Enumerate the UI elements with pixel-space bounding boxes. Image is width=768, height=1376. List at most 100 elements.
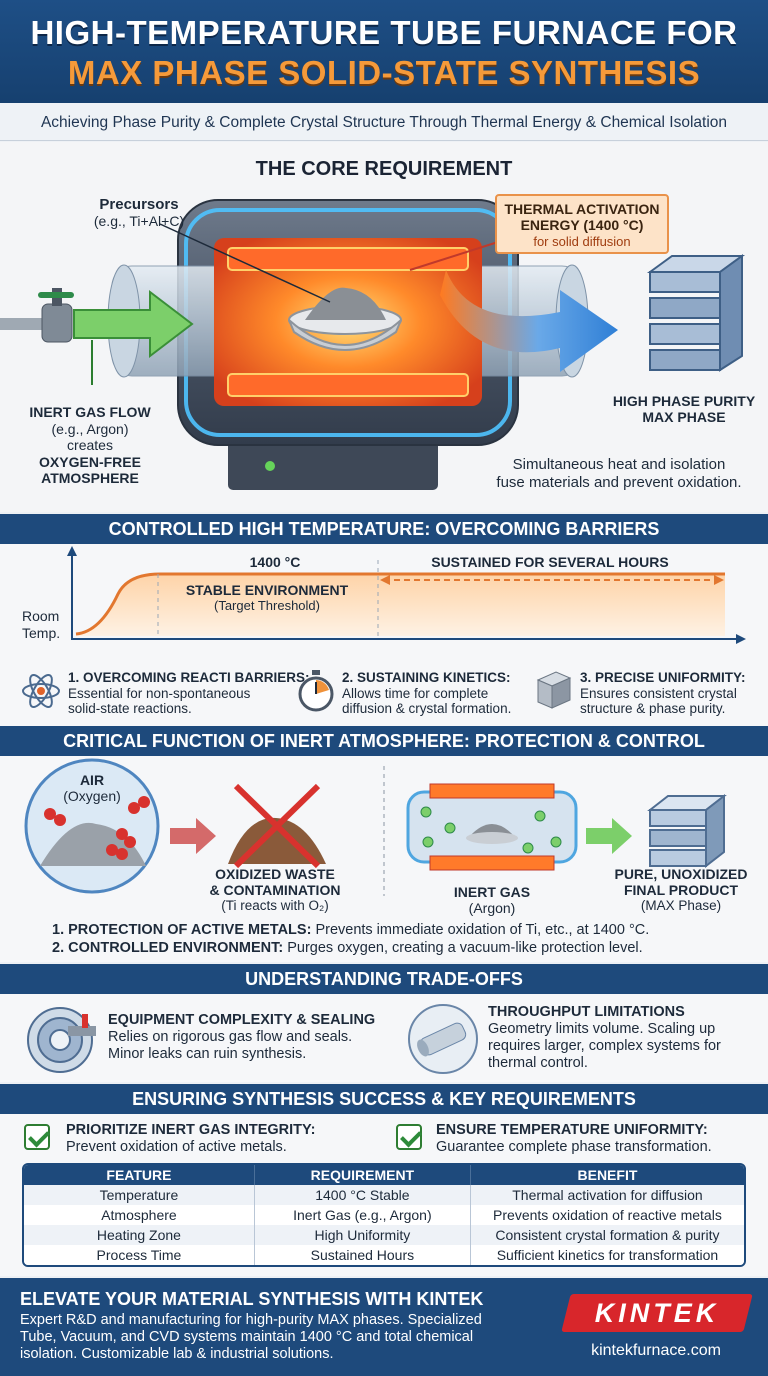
thermal-label-line1: THERMAL ACTIVATION — [504, 201, 660, 217]
stopwatch-icon — [298, 670, 334, 712]
atom-icon — [22, 674, 60, 708]
requirements-table: FEATURE REQUIREMENT BENEFIT Temperature … — [22, 1163, 746, 1267]
flange-seal-icon — [27, 1007, 96, 1073]
thermal-label-line2: ENERGY (1400 °C) — [520, 217, 644, 233]
crucible — [288, 319, 402, 351]
stable-label: STABLE ENVIRONMENT — [185, 582, 349, 598]
website-link[interactable]: kintekfurnace.com — [591, 1342, 721, 1359]
gas-label-line2: (e.g., Argon) — [51, 421, 129, 437]
pure-label-line1: PURE, UNOXIDIZED — [614, 866, 748, 882]
atmosphere-banner — [0, 726, 768, 756]
tradeoff-right-line1: Geometry limits volume. Scaling up — [488, 1021, 716, 1037]
kintek-logo-text: KINTEK — [594, 1298, 720, 1328]
footer-line2: Tube, Vacuum, and CVD systems maintain 1… — [20, 1329, 474, 1345]
table-header-feature: FEATURE — [106, 1167, 172, 1183]
room-temp-line1: Room — [22, 608, 60, 624]
precursor-powder — [305, 287, 386, 320]
sustained-label: SUSTAINED FOR SEVERAL HOURS — [431, 554, 669, 570]
tradeoff-right-line3: thermal control. — [488, 1055, 588, 1071]
tradeoff-right-title: THROUGHPUT LIMITATIONS — [488, 1004, 685, 1020]
room-temp-line2: Temp. — [22, 625, 61, 641]
inert-result-arrow — [586, 818, 632, 854]
product-label-line1: HIGH PHASE PURITY — [612, 393, 756, 409]
gas-label-line1: INERT GAS FLOW — [29, 404, 151, 420]
temp-item-3-title: 3. PRECISE UNIFORMITY: — [580, 670, 746, 685]
cube-icon — [536, 671, 572, 709]
tradeoff-left-title: EQUIPMENT COMPLEXITY & SEALING — [108, 1012, 376, 1028]
thermal-label-box — [495, 194, 669, 254]
table-cell: Sustained Hours — [253, 1245, 471, 1265]
air-label-line1: AIR — [79, 772, 105, 788]
table-cell: Prevents oxidation of reactive metals — [469, 1205, 744, 1225]
waste-label-line3: (Ti reacts with O₂) — [221, 898, 329, 913]
tradeoffs-panel — [0, 994, 768, 1082]
success-banner — [0, 1084, 768, 1114]
precursors-example: (e.g., Ti+Al+C) — [93, 213, 185, 229]
check2-text: Guarantee complete phase transformation. — [436, 1139, 712, 1155]
temp-item-2-title: 2. SUSTAINING KINETICS: — [342, 670, 511, 685]
temp-item-2-line1: Allows time for complete — [342, 686, 489, 701]
precursors-label: Precursors — [99, 196, 179, 213]
gas-label-line3: creates — [67, 437, 113, 453]
check2-title: ENSURE TEMPERATURE UNIFORMITY: — [436, 1122, 708, 1138]
power-indicator-icon — [265, 461, 275, 471]
header — [0, 0, 768, 103]
atmosphere-point-1-text: Prevents immediate oxidation of Ti, etc.… — [315, 922, 650, 938]
product-label-line2: MAX PHASE — [642, 409, 726, 425]
table-cell: Heating Zone — [96, 1227, 181, 1243]
pure-label-line2: FINAL PRODUCT — [623, 882, 739, 898]
check1-title: PRIORITIZE INERT GAS INTEGRITY: — [66, 1122, 316, 1138]
furnace-illustration — [0, 199, 746, 490]
footer-heading: ELEVATE YOUR MATERIAL SYNTHESIS WITH KIN… — [20, 1289, 484, 1309]
temp-item-1-title: 1. OVERCOMING REACTI BARRIERS: — [68, 670, 310, 685]
tradeoffs-heading: UNDERSTANDING TRADE-OFFS — [245, 969, 523, 989]
checkmark-icon — [396, 1124, 422, 1150]
temperature-profile-graph — [67, 546, 746, 644]
waste-label-line2: & CONTAMINATION — [209, 882, 341, 898]
atmosphere-illustration — [24, 758, 727, 896]
heating-element-top — [227, 247, 469, 271]
core-heading: THE CORE REQUIREMENT — [255, 158, 513, 180]
title-line-1: HIGH-TEMPERATURE TUBE FURNACE FOR — [30, 14, 738, 51]
pure-product-icon — [647, 793, 727, 869]
table-row: Process Time Sustained Hours Sufficient … — [24, 1245, 744, 1265]
table-header-benefit: BENEFIT — [469, 1165, 744, 1185]
atmosphere-point-2: 2. CONTROLLED ENVIRONMENT: Purges oxygen… — [52, 940, 643, 956]
waste-label-line1: OXIDIZED WASTE — [215, 866, 335, 882]
table-row: Temperature 1400 °C Stable Thermal activ… — [24, 1185, 744, 1205]
table-row: Heating Zone High Uniformity Consistent … — [24, 1225, 744, 1245]
core-summary-line2: fuse materials and prevent oxidation. — [496, 474, 742, 491]
reaction-output-arrow — [440, 270, 618, 372]
furnace-base — [228, 435, 438, 490]
table-header-requirement: REQUIREMENT — [253, 1165, 471, 1185]
atmosphere-point-1: 1. PROTECTION OF ACTIVE METALS: Prevents… — [52, 922, 649, 938]
temp-item-2-line2: diffusion & crystal formation. — [342, 701, 512, 716]
temp-value-label: 1400 °C — [249, 554, 301, 570]
tradeoffs-banner — [0, 964, 768, 994]
thermal-label-line3: for solid diffusion — [533, 234, 631, 249]
check1-text: Prevent oxidation of active metals. — [66, 1139, 287, 1155]
air-label-line2: (Oxygen) — [63, 788, 121, 804]
footer-line1: Expert R&D and manufacturing for high-pu… — [20, 1312, 482, 1328]
temp-item-3-line2: structure & phase purity. — [580, 701, 726, 716]
table-cell: Thermal activation for diffusion — [469, 1185, 744, 1205]
table-cell: Temperature — [99, 1187, 179, 1203]
stable-sublabel: (Target Threshold) — [214, 598, 320, 613]
table-row: Atmosphere Inert Gas (e.g., Argon) Preve… — [24, 1205, 744, 1225]
atmosphere-point-1-title: 1. PROTECTION OF ACTIVE METALS: — [52, 922, 312, 938]
atmosphere-heading: CRITICAL FUNCTION OF INERT ATMOSPHERE: P… — [63, 731, 705, 751]
temp-item-1-line1: Essential for non-spontaneous — [68, 686, 251, 701]
footer-line3: isolation. Customizable lab & industrial… — [20, 1346, 334, 1362]
gas-label-line5: ATMOSPHERE — [41, 470, 139, 486]
gas-inflow-arrow — [73, 289, 194, 359]
table-cell: Process Time — [96, 1247, 182, 1263]
tube-throughput-icon — [408, 1004, 478, 1074]
temperature-curve — [75, 572, 725, 636]
temp-item-3-line1: Ensures consistent crystal — [580, 686, 737, 701]
table-cell: Sufficient kinetics for transformation — [469, 1245, 744, 1265]
max-phase-crystal-icon — [646, 254, 746, 372]
temperature-heading: CONTROLLED HIGH TEMPERATURE: OVERCOMING … — [108, 519, 660, 539]
subtitle: Achieving Phase Purity & Complete Crysta… — [40, 114, 728, 131]
table-cell: High Uniformity — [253, 1225, 471, 1245]
gas-label-line4: OXYGEN-FREE — [39, 454, 141, 470]
